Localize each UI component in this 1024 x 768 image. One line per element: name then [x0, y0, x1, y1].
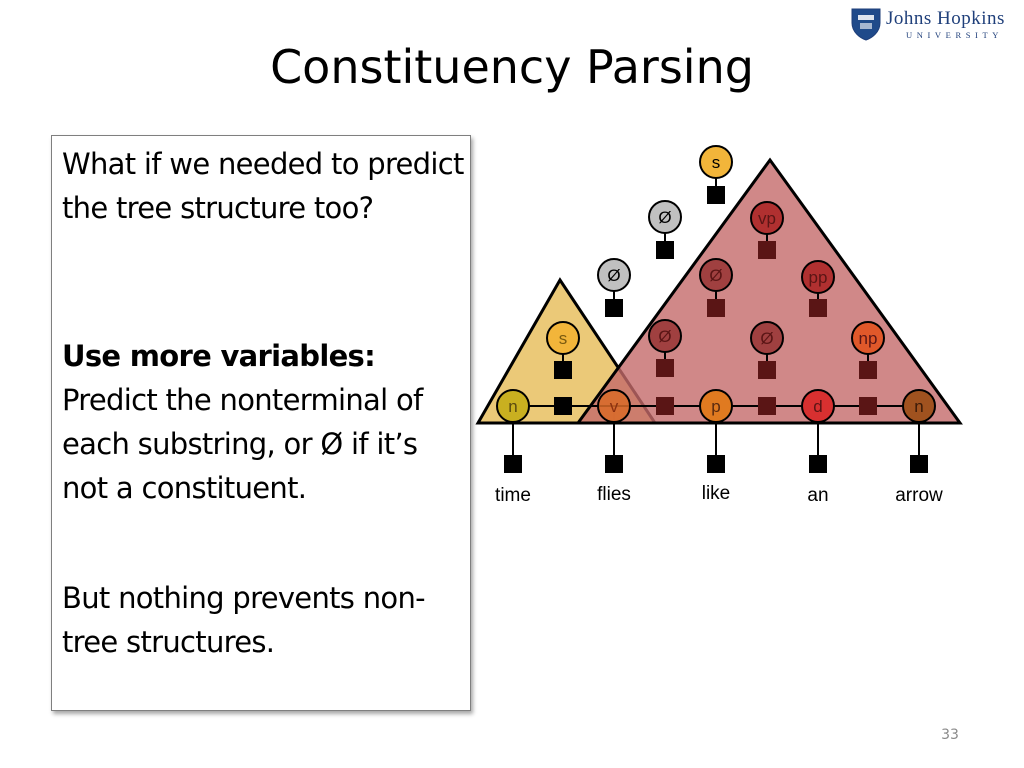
word-flies: flies — [597, 484, 631, 505]
s-node-top — [699, 145, 733, 179]
word-like: like — [702, 483, 731, 504]
tag-node-arrow — [902, 389, 936, 423]
tag-node-flies — [597, 389, 631, 423]
factor-square — [707, 299, 725, 317]
vp-node — [750, 201, 784, 235]
word-arrow: arrow — [895, 485, 943, 506]
empty-node — [597, 258, 631, 292]
s-node-left-label: s — [559, 329, 568, 348]
factor-square — [859, 361, 877, 379]
tag-node-time-label: n — [508, 397, 517, 416]
word-labels: time flies like an arrow — [495, 483, 943, 506]
chain-factor — [656, 397, 674, 415]
word-factor — [504, 455, 522, 473]
tag-node-like — [699, 389, 733, 423]
tag-node-like-label: p — [711, 397, 720, 416]
word-an: an — [807, 485, 828, 506]
empty-node — [648, 319, 682, 353]
paragraph-variables: Use more variables: Predict the nontermin… — [62, 334, 467, 510]
pp-node-label: pp — [809, 268, 828, 287]
vp-node-label: vp — [758, 209, 776, 228]
tag-node-flies-label: v — [610, 397, 619, 416]
tag-node-arrow-label: n — [914, 397, 923, 416]
empty-node-label: Ø — [658, 208, 671, 227]
empty-node-label: Ø — [658, 327, 671, 346]
factor-squares — [504, 186, 928, 473]
np-node-label: np — [859, 329, 878, 348]
s-node-left — [546, 321, 580, 355]
factor-square — [809, 299, 827, 317]
empty-node-label: Ø — [760, 329, 773, 348]
word-factor — [809, 455, 827, 473]
tag-node-an — [801, 389, 835, 423]
tag-nodes: n v p d n — [496, 389, 936, 423]
factor-square — [656, 359, 674, 377]
tag-node-time — [496, 389, 530, 423]
paragraph-conclusion: But nothing prevents non-tree structures… — [62, 581, 426, 659]
s-node-top-label: s — [712, 153, 721, 172]
empty-node — [648, 200, 682, 234]
span-nodes: s Ø Ø s vp Ø pp Ø Ø np — [546, 145, 885, 355]
jhu-logo: Johns Hopkins UNIVERSITY — [850, 6, 1020, 42]
factor-square — [605, 299, 623, 317]
word-factor — [707, 455, 725, 473]
np-node — [851, 321, 885, 355]
pp-node — [801, 260, 835, 294]
empty-node-label: Ø — [607, 266, 620, 285]
empty-node — [699, 258, 733, 292]
tag-node-an-label: d — [813, 397, 822, 416]
factor-square — [707, 186, 725, 204]
paragraph-variables-body: Predict the nonterminal of each substrin… — [62, 383, 423, 505]
empty-node-label: Ø — [709, 266, 722, 285]
paragraph-variables-heading: Use more variables: — [62, 339, 376, 373]
word-factor — [910, 455, 928, 473]
factor-square — [758, 361, 776, 379]
word-factor — [605, 455, 623, 473]
paragraph-question: What if we needed to predict the tree st… — [62, 147, 464, 225]
word-time: time — [495, 485, 531, 506]
slide-number: 33 — [941, 727, 959, 743]
factor-square — [554, 361, 572, 379]
empty-node — [750, 321, 784, 355]
chain-factor — [859, 397, 877, 415]
chain-factor — [758, 397, 776, 415]
logo-subtitle: UNIVERSITY — [906, 30, 1003, 40]
logo-name: Johns Hopkins — [886, 8, 1005, 29]
factor-graph-diagram: s Ø Ø s vp Ø pp Ø Ø np n v p d n time — [475, 145, 963, 506]
right-constituent-triangle — [575, 157, 963, 425]
text-box: What if we needed to predict the tree st… — [51, 135, 471, 711]
shield-icon — [851, 8, 881, 41]
chain-factor — [554, 397, 572, 415]
factor-square — [758, 241, 776, 259]
slide-title: Constituency Parsing — [270, 40, 754, 94]
factor-square — [656, 241, 674, 259]
